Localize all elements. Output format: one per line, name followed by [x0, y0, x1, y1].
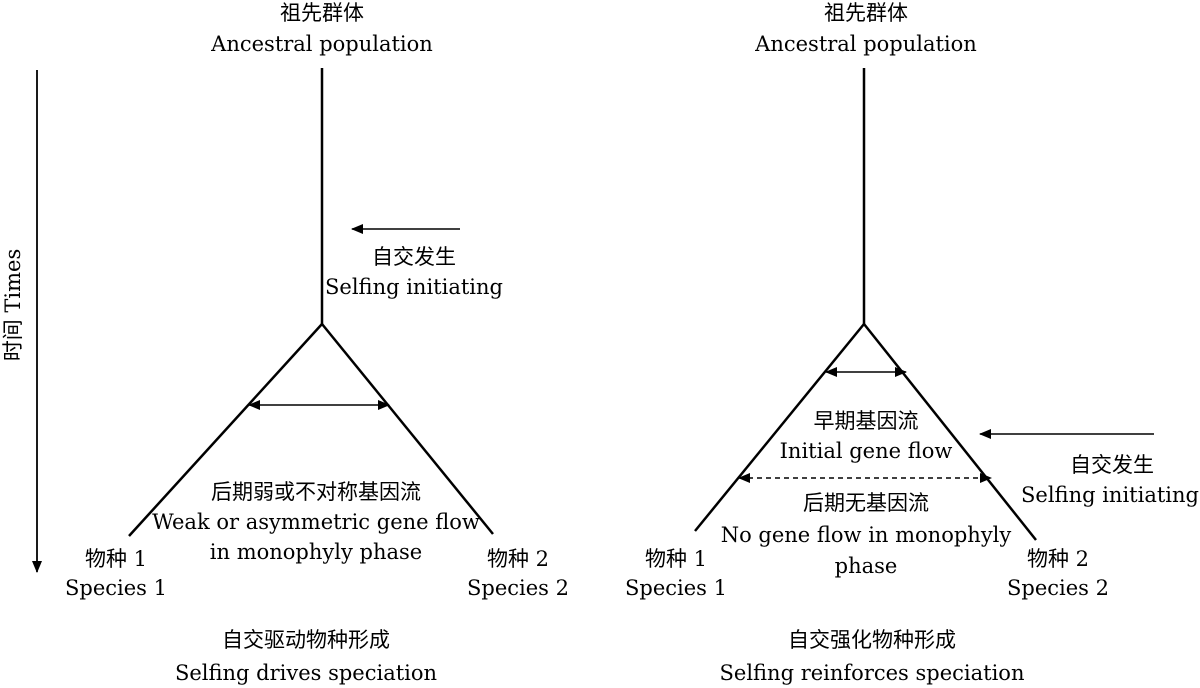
left-gene-flow-label-zh: 后期弱或不对称基因流	[211, 480, 421, 504]
right-caption-en: Selfing reinforces speciation	[720, 661, 1025, 685]
right-selfing-label-en: Selfing initiating	[1021, 483, 1199, 507]
right-branch-species-1	[694, 323, 865, 532]
right-ancestor-label-en: Ancestral population	[754, 32, 977, 56]
left-ancestor-label-en: Ancestral population	[210, 32, 433, 56]
left-branch-species-1	[128, 323, 323, 537]
left-species-2-zh: 物种 2	[487, 547, 549, 571]
right-species-2-en: Species 2	[1007, 576, 1109, 600]
right-branch-species-2	[863, 323, 1037, 541]
left-caption-en: Selfing drives speciation	[175, 661, 437, 685]
time-axis: 时间 Times	[1, 70, 42, 573]
left-caption-zh: 自交驱动物种形成	[222, 628, 390, 652]
right-panel: 祖先群体 Ancestral population 早期基因流 Initial …	[625, 1, 1199, 685]
left-gene-flow-label-en-2: in monophyly phase	[210, 540, 422, 564]
left-selfing-label-zh: 自交发生	[372, 245, 456, 269]
right-selfing-label-zh: 自交发生	[1070, 453, 1154, 477]
left-ancestor-label-zh: 祖先群体	[280, 1, 364, 25]
right-species-2-zh: 物种 2	[1027, 547, 1089, 571]
left-species-1-zh: 物种 1	[85, 547, 147, 571]
time-axis-label: 时间 Times	[1, 249, 25, 362]
left-species-2-en: Species 2	[467, 576, 569, 600]
right-no-flow-label-zh: 后期无基因流	[803, 491, 929, 515]
left-panel: 祖先群体 Ancestral population 自交发生 Selfing i…	[65, 1, 569, 685]
left-gene-flow-label-en-1: Weak or asymmetric gene flow	[152, 510, 480, 534]
right-initial-flow-label-en: Initial gene flow	[780, 439, 953, 463]
right-initial-flow-label-zh: 早期基因流	[814, 409, 919, 433]
left-selfing-label-en: Selfing initiating	[325, 275, 503, 299]
right-no-flow-label-en-1: No gene flow in monophyly	[721, 523, 1012, 547]
left-branch-species-2	[321, 323, 494, 535]
left-species-1-en: Species 1	[65, 576, 167, 600]
right-species-1-en: Species 1	[625, 576, 727, 600]
right-ancestor-label-zh: 祖先群体	[824, 1, 908, 25]
right-caption-zh: 自交强化物种形成	[788, 628, 956, 652]
right-species-1-zh: 物种 1	[645, 547, 707, 571]
right-no-flow-label-en-2: phase	[835, 554, 898, 578]
